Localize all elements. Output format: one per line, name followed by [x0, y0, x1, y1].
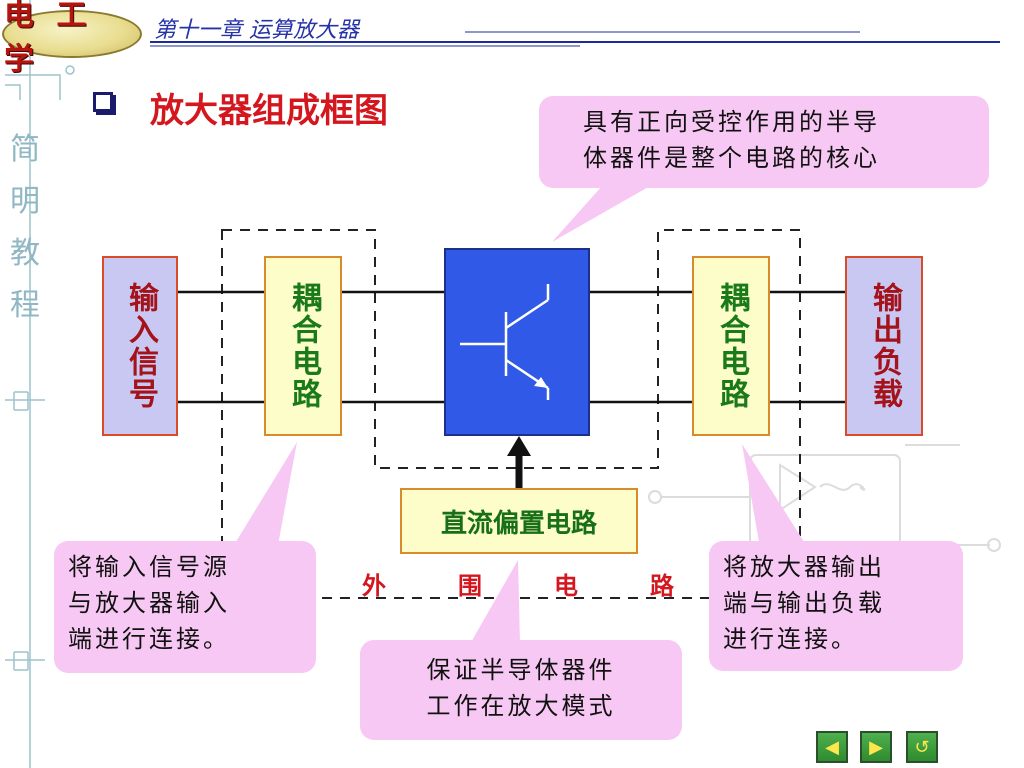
dc-bias-circuit-box: 直流偏置电路 [400, 488, 638, 554]
side-char: 教 [10, 236, 40, 271]
return-arrow-icon: ↺ [914, 736, 930, 758]
chapter-title: 第十一章 运算放大器 [154, 18, 359, 43]
prev-arrow-icon: ◀ [825, 736, 839, 758]
course-logo-text: 电 工 学 [4, 0, 93, 77]
side-char: 简 [10, 132, 40, 167]
input-signal-box: 输入信号 [102, 256, 178, 436]
callout-input-coupling: 将输入信号源 与放大器输入 端进行连接。 [54, 541, 316, 673]
peripheral-char: 外 [362, 571, 386, 600]
coupling-circuit-right: 耦合电路 [692, 256, 770, 436]
callout-line: 进行连接。 [723, 625, 858, 653]
amplifier-device-box [444, 248, 590, 436]
callout-line: 将输入信号源 [68, 553, 230, 581]
callout-dc-bias: 保证半导体器件 工作在放大模式 [360, 640, 682, 740]
callout-line: 端进行连接。 [68, 625, 230, 653]
slide-title: 放大器组成框图 [150, 91, 388, 131]
callout-line: 体器件是整个电路的核心 [583, 144, 880, 172]
course-logo: 电 工 学 [2, 0, 142, 77]
callout-line: 具有正向受控作用的半导 [583, 108, 880, 136]
callout-output-coupling: 将放大器输出 端与输出负载 进行连接。 [709, 541, 963, 671]
transistor-icon [460, 284, 550, 400]
next-slide-button[interactable]: ▶ [860, 731, 892, 763]
callout-line: 端与输出负载 [723, 589, 885, 617]
return-button[interactable]: ↺ [906, 731, 938, 763]
peripheral-char: 电 [554, 571, 578, 600]
peripheral-char: 围 [458, 571, 482, 600]
peripheral-circuit-label: 外 围 电 路 [362, 566, 674, 601]
callout-line: 将放大器输出 [723, 553, 885, 581]
bullet-icon [93, 92, 113, 112]
prev-slide-button[interactable]: ◀ [816, 731, 848, 763]
callout-line: 保证半导体器件 [426, 656, 616, 684]
side-char: 明 [10, 184, 40, 219]
callout-line: 工作在放大模式 [426, 692, 616, 720]
coupling-circuit-left: 耦合电路 [264, 256, 342, 436]
side-char: 程 [10, 288, 40, 323]
output-load-box: 输出负载 [845, 256, 923, 436]
next-arrow-icon: ▶ [869, 736, 883, 758]
callout-amplifier-core: 具有正向受控作用的半导 体器件是整个电路的核心 [539, 96, 989, 188]
peripheral-char: 路 [650, 571, 674, 600]
callout-line: 与放大器输入 [68, 589, 230, 617]
